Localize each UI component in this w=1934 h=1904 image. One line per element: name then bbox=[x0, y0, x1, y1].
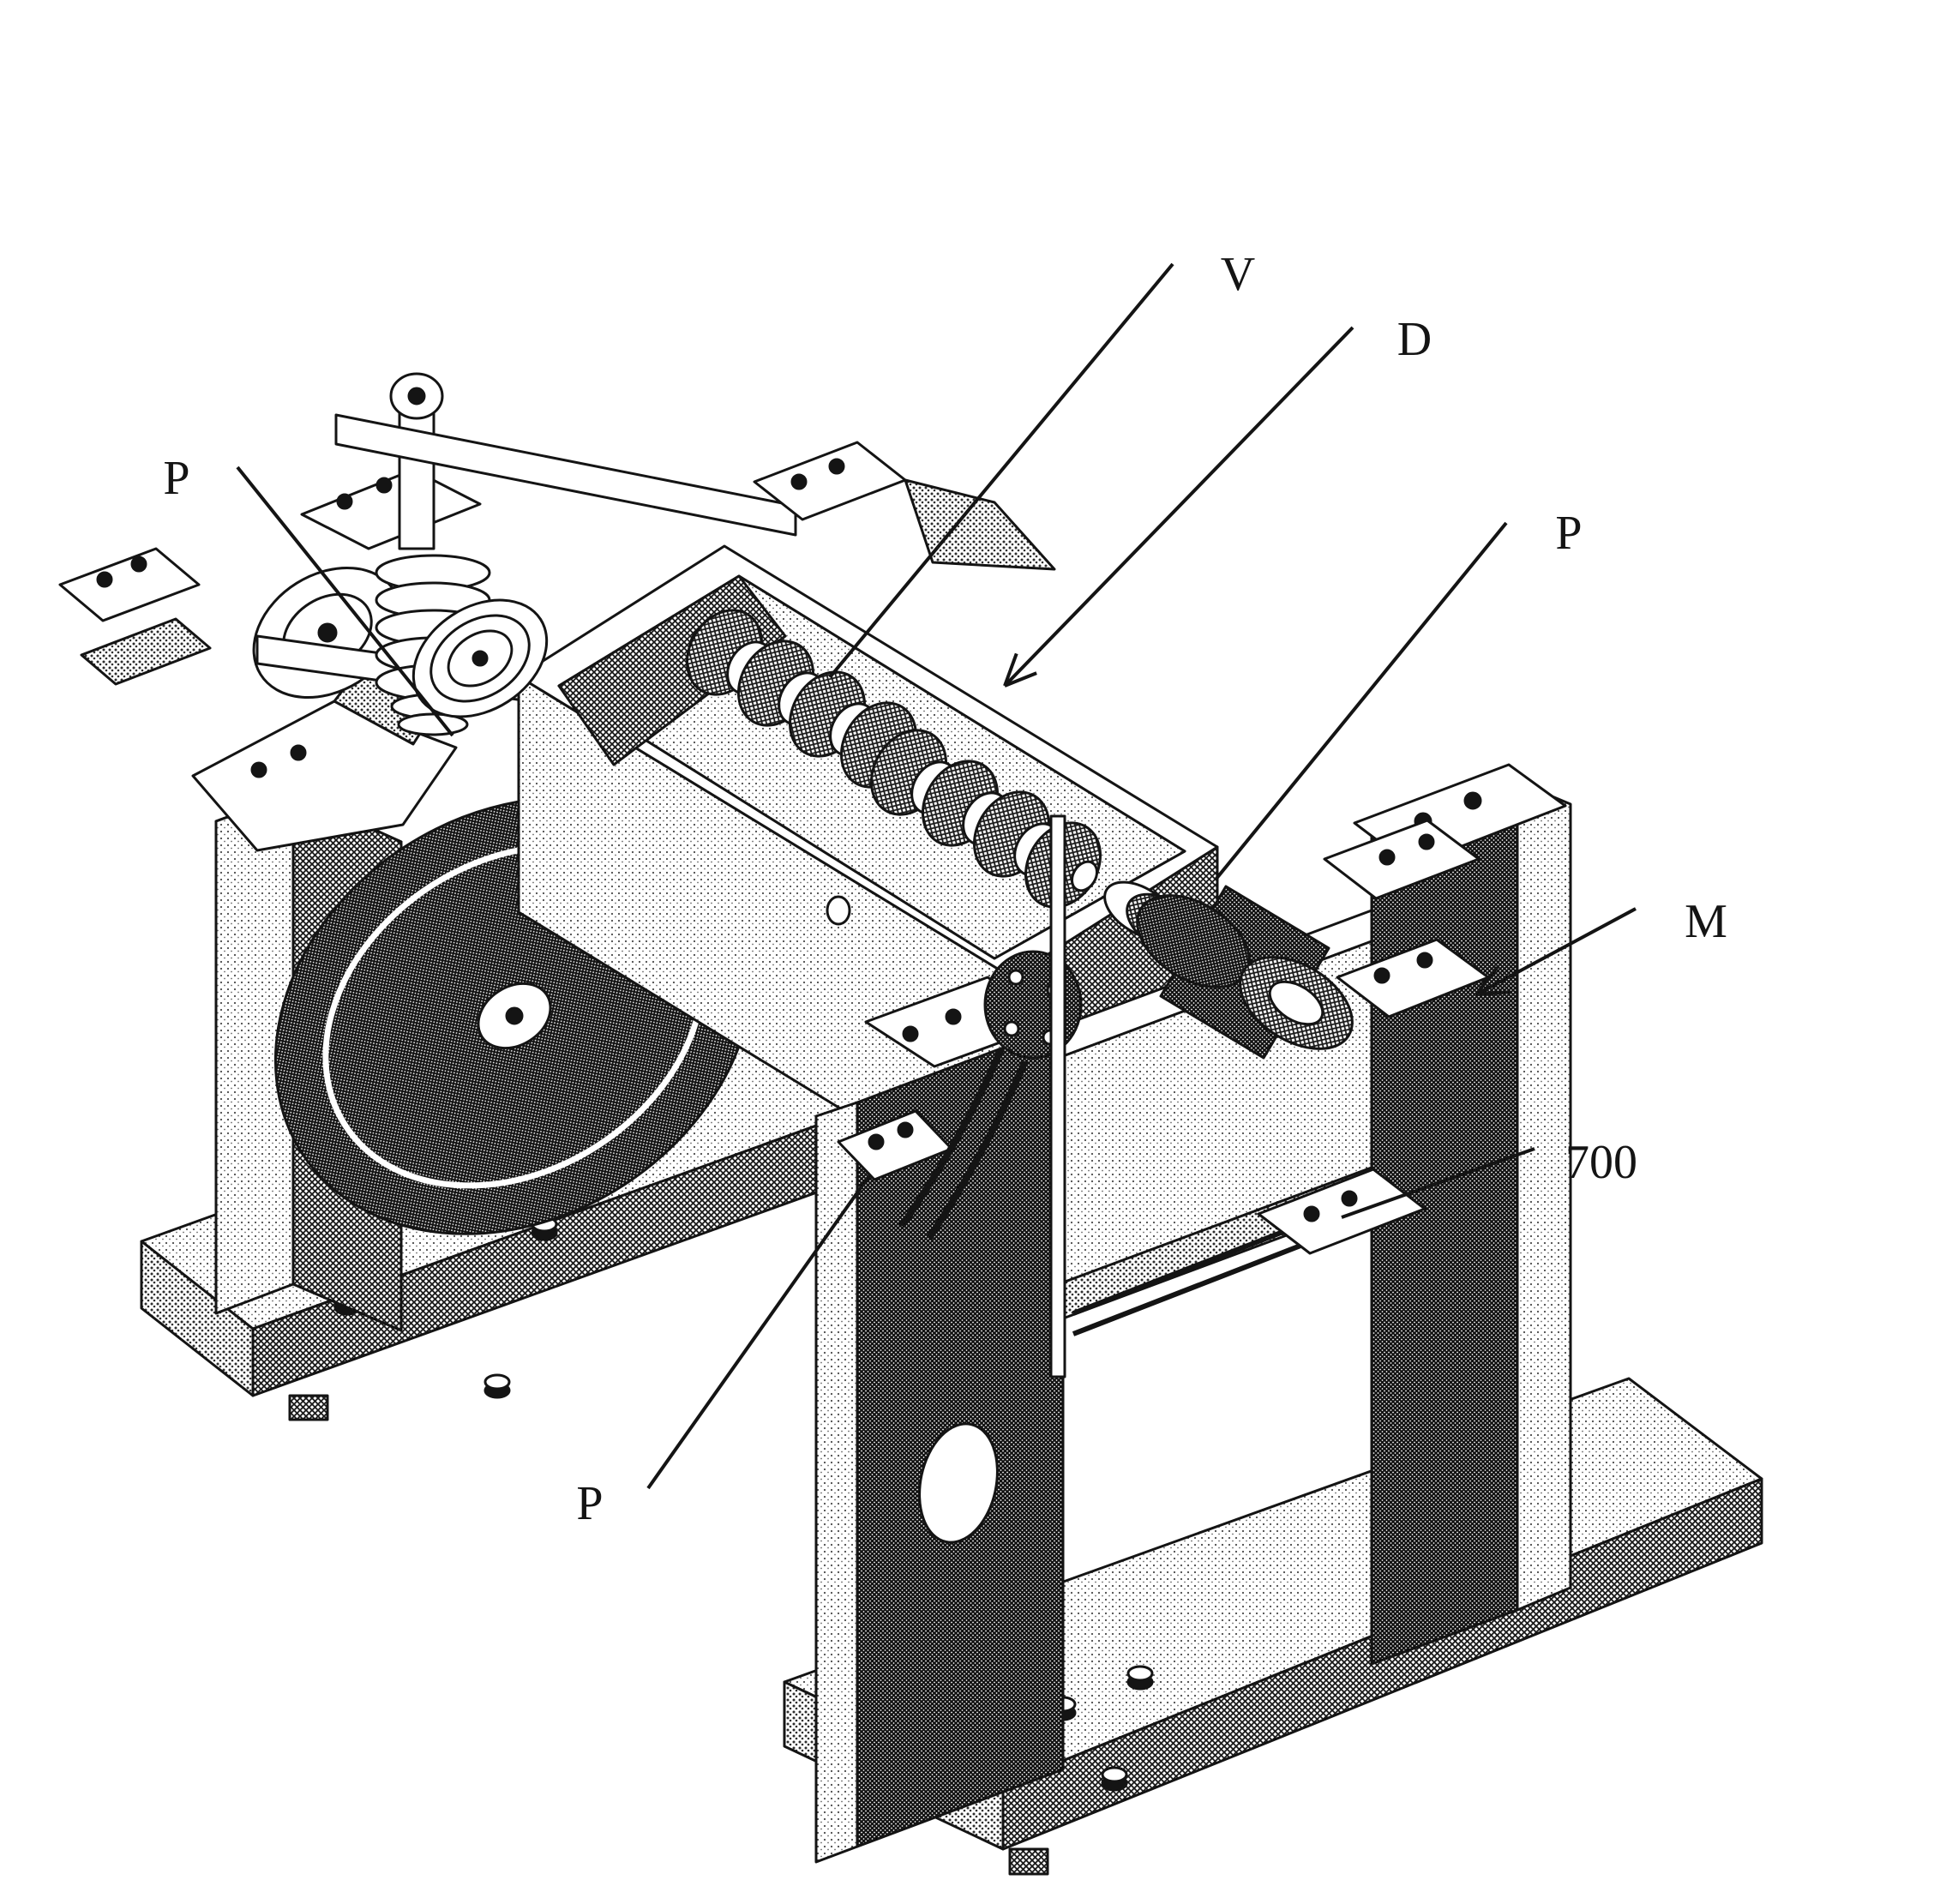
leader-line-700 bbox=[1341, 1147, 1535, 1219]
upper-beam bbox=[334, 413, 797, 537]
ref-label-M: M bbox=[1685, 895, 1727, 948]
leader-arrowhead-M bbox=[1475, 966, 1499, 996]
container-wall-hole bbox=[826, 895, 851, 926]
right-base-foot bbox=[1008, 1847, 1049, 1876]
left-rear-block bbox=[58, 547, 201, 622]
crankshaft-2 bbox=[869, 729, 1102, 909]
leader-lines-layer bbox=[236, 262, 1637, 1490]
ref-label-V: V bbox=[1221, 248, 1255, 301]
leader-line-P-right bbox=[1214, 521, 1508, 881]
leader-line-V bbox=[828, 262, 1174, 679]
right-plate-hole bbox=[918, 1422, 999, 1544]
rail-bracket bbox=[1257, 1168, 1426, 1255]
right-pedestal-cap bbox=[1323, 819, 1481, 900]
leader-line-D bbox=[1003, 326, 1354, 688]
chain-run-2 bbox=[926, 1060, 1029, 1240]
leader-line-P-left bbox=[236, 465, 454, 737]
ref-label-700: 700 bbox=[1565, 1136, 1637, 1189]
ref-label-D: D bbox=[1397, 313, 1432, 366]
crankshaft-1 bbox=[685, 609, 918, 789]
leader-arrowhead-D bbox=[1004, 671, 1037, 688]
left-base-foot bbox=[288, 1394, 329, 1421]
right-rear-plate bbox=[1370, 780, 1519, 1666]
shaft-pulleys bbox=[411, 598, 549, 718]
chain-run-1 bbox=[898, 1048, 1005, 1228]
leader-arrowhead-M bbox=[1475, 990, 1511, 996]
leader-arrowhead-D bbox=[1003, 652, 1018, 687]
leader-line-P-bottom bbox=[646, 1173, 872, 1490]
left-clamp-bracket bbox=[191, 700, 458, 852]
left-post bbox=[398, 399, 435, 550]
sprocket-chain-drive bbox=[898, 814, 1083, 1378]
leader-line-M bbox=[1475, 907, 1637, 996]
ref-label-P-right: P bbox=[1555, 507, 1582, 560]
left-rear-block-lower bbox=[80, 617, 212, 686]
ref-label-P-left: P bbox=[163, 452, 189, 505]
container-gusset bbox=[904, 478, 1056, 571]
reference-labels-layer: V D P P M 700 P bbox=[163, 248, 1727, 1530]
linear-actuator-700 bbox=[1072, 1168, 1426, 1336]
guide-rod bbox=[1049, 814, 1066, 1378]
crankshaft-workpieces bbox=[685, 609, 1102, 909]
ref-label-P-bottom: P bbox=[576, 1477, 603, 1530]
motor-coupling-assembly bbox=[1103, 880, 1490, 1060]
right-rear-column bbox=[1516, 780, 1572, 1612]
chain-sprocket bbox=[983, 950, 1083, 1060]
right-front-column bbox=[814, 1101, 859, 1864]
